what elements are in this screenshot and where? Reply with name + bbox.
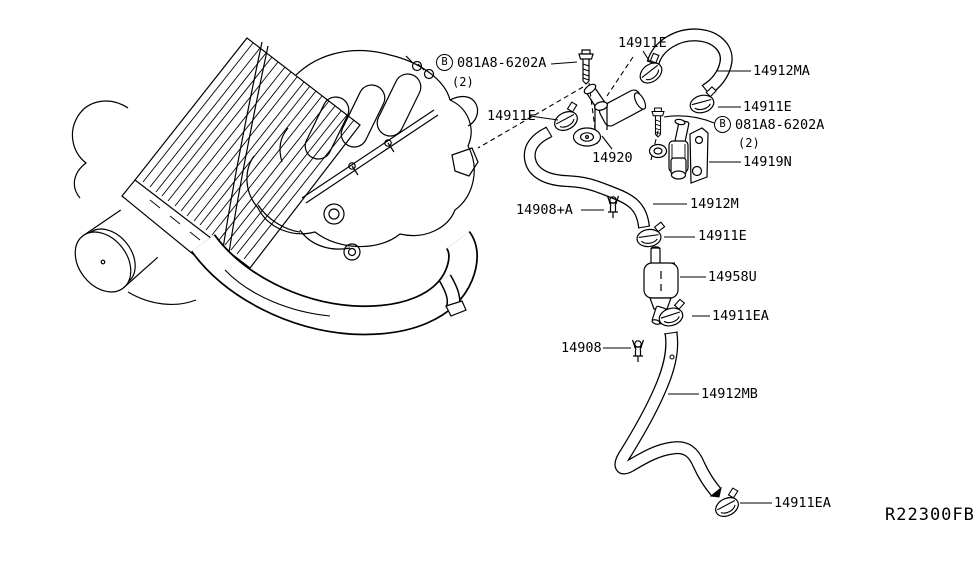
bolt-right-drawing[interactable]	[651, 107, 665, 138]
part-label-clip-lower[interactable]: 14908	[561, 340, 602, 356]
part-label-clamp-mid[interactable]: 14911E	[698, 228, 747, 244]
part-label-bolt-right[interactable]: B 081A8-6202A	[714, 116, 824, 133]
part-label-clamp-top[interactable]: 14911E	[618, 35, 667, 51]
part-qty-bolt-left: (2)	[452, 75, 474, 89]
part-label-hose-mid[interactable]: 14912M	[690, 196, 739, 212]
circled-b-badge: B	[714, 116, 731, 133]
part-label-valve-bracket[interactable]: 14919N	[743, 154, 792, 170]
clamp-upper-right-drawing[interactable]	[686, 85, 722, 116]
part-label-clamp-bottom[interactable]: 14911EA	[774, 495, 831, 511]
hose-14912m-drawing[interactable]	[523, 126, 651, 229]
valve-14920-drawing[interactable]	[572, 82, 648, 147]
engine-illustration	[71, 37, 479, 336]
clip-14908a-drawing[interactable]	[606, 195, 620, 219]
valve-14958u-drawing[interactable]	[643, 246, 679, 325]
diagram-ref-code: R22300FB	[885, 505, 975, 525]
part-label-hose-upper[interactable]: 14912MA	[753, 63, 810, 79]
part-label-clamp-upper-right[interactable]: 14911E	[743, 99, 792, 115]
circled-b-badge: B	[436, 54, 453, 71]
part-label-valve-main[interactable]: 14920	[592, 150, 633, 166]
part-label-valve-lower[interactable]: 14958U	[708, 269, 757, 285]
part-label-hose-lower[interactable]: 14912MB	[701, 386, 758, 402]
part-label-clamp-lower[interactable]: 14911EA	[712, 308, 769, 324]
part-label-bolt-left[interactable]: B 081A8-6202A	[436, 54, 546, 71]
hose-14912mb-drawing[interactable]	[614, 331, 722, 498]
bolt-left-drawing[interactable]	[578, 49, 594, 85]
part-number: 081A8-6202A	[457, 54, 547, 71]
valve-14919n-drawing[interactable]	[648, 118, 709, 184]
part-label-clamp-valve-left[interactable]: 14911E	[487, 108, 536, 124]
callout-leader-lines	[529, 50, 772, 504]
part-label-clip-hose-mid[interactable]: 14908+A	[516, 202, 573, 218]
part-number: 081A8-6202A	[735, 116, 825, 133]
clip-14908-drawing[interactable]	[631, 339, 645, 363]
part-qty-bolt-right: (2)	[738, 136, 760, 150]
